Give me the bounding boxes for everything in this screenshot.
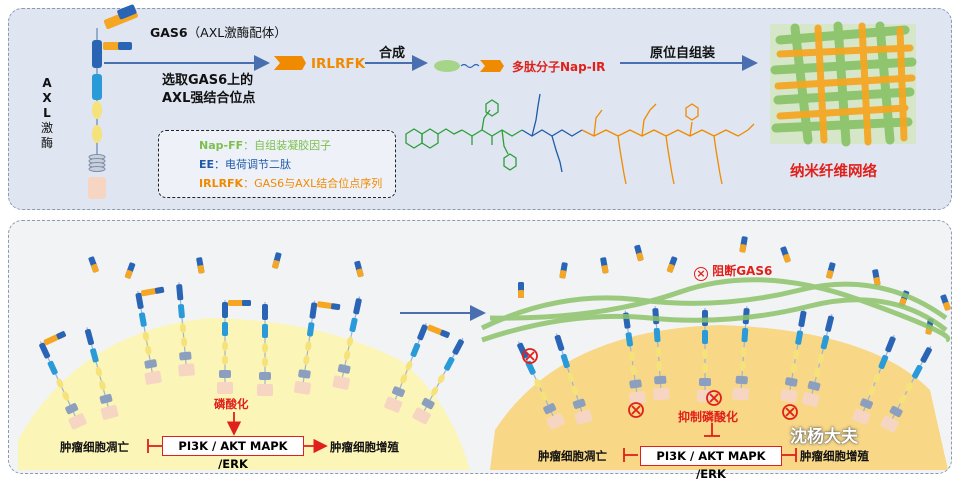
free-ligand-5	[518, 282, 524, 298]
legend-nap-key: Nap-FF	[199, 139, 244, 152]
block-mark-1	[628, 402, 644, 418]
left-receptor-2	[135, 286, 165, 385]
free-ligand-7	[600, 257, 609, 274]
right-receptor-9	[880, 345, 932, 433]
axl-char-mei: 酶	[40, 136, 53, 150]
left-apoptosis-label: 肿瘤细胞凋亡	[60, 440, 129, 454]
gas6-label: GAS6	[150, 25, 188, 40]
right-apoptosis-label: 肿瘤细胞凋亡	[538, 449, 607, 463]
peptide-icon	[434, 60, 504, 72]
left-cell	[18, 318, 470, 470]
inhibit-phospho-label: 抑制磷酸化	[678, 410, 739, 424]
select-site-label: 选取GAS6上的 AXL强结合位点	[162, 72, 255, 108]
select-line1: 选取GAS6上的	[162, 73, 254, 88]
right-receptor-1	[554, 333, 593, 425]
left-receptor-5	[257, 302, 273, 396]
axl-receptor-diagram	[88, 4, 138, 199]
irlrfk-label: IRLRFK	[311, 56, 366, 72]
block-marks	[522, 348, 798, 420]
block-mark-0	[522, 348, 538, 364]
free-ligand-11	[780, 246, 791, 263]
peptide-label: 多肽分子Nap-IR	[512, 60, 606, 74]
right-proliferation-label: 肿瘤细胞增殖	[800, 449, 869, 463]
free-ligand-4	[354, 260, 364, 278]
left-receptor-6	[293, 300, 341, 395]
free-ligand-9	[666, 256, 678, 273]
gas6-paren: （AXL激酶配体）	[187, 25, 287, 40]
irlrfk-chevron	[274, 56, 306, 70]
left-receptor-4	[217, 300, 251, 394]
free-ligand-16	[940, 294, 951, 311]
free-ligand-0	[88, 256, 99, 273]
free-ligand-8	[634, 244, 644, 262]
legend-irl-desc: ：GAS6与AXL结合位点序列	[243, 177, 383, 190]
right-cell	[490, 325, 948, 470]
left-phospho-label: 磷酸化	[214, 397, 249, 411]
legend-row-ee: EE：电荷调节二肽	[199, 156, 291, 172]
block-gas6-text: 阻断GAS6	[712, 264, 773, 278]
right-apoptosis-inhibit	[623, 448, 638, 462]
right-receptor-5	[732, 306, 750, 401]
right-receptor-8	[852, 334, 896, 425]
nanofiber-label: 纳米纤维网络	[790, 164, 877, 180]
legend-row-nap: Nap-FF：自组装凝胶因子	[199, 137, 331, 153]
left-receptor-8	[384, 322, 450, 413]
axl-char-l: L	[43, 106, 51, 120]
left-receptor-7	[332, 296, 362, 390]
free-ligand-12	[826, 262, 836, 279]
select-line2: AXL强结合位点	[162, 91, 256, 106]
axl-char-x: X	[42, 91, 52, 105]
free-ligand-3	[272, 252, 282, 269]
left-apoptosis-inhibit	[147, 439, 162, 453]
free-ligand-10	[739, 236, 748, 253]
block-mark-2	[706, 390, 722, 406]
chemical-structure	[405, 93, 755, 185]
legend-box: Nap-FF：自组装凝胶因子 EE：电荷调节二肽 IRLRFK：GAS6与AXL…	[158, 130, 396, 198]
gas6-title: GAS6（AXL激酶配体）	[150, 22, 287, 41]
watermark: 沈杨大夫	[790, 427, 858, 447]
free-ligand-13	[872, 269, 881, 286]
right-receptor-0	[517, 341, 565, 430]
synth-label: 合成	[379, 46, 406, 61]
left-pathway-box: PI3K / AKT MAPK /ERK	[162, 436, 304, 471]
axl-vertical-label: A X L 激 酶	[40, 76, 54, 151]
block-icon: ×	[694, 267, 708, 281]
legend-ee-key: EE	[199, 158, 215, 171]
left-receptor-3	[176, 282, 195, 377]
legend-row-irl: IRLRFK：GAS6与AXL结合位点序列	[199, 175, 382, 191]
right-prolif-inhibit	[782, 448, 797, 462]
axl-char-a: A	[42, 76, 52, 90]
left-proliferation-label: 肿瘤细胞增殖	[330, 440, 399, 454]
block-mark-3	[782, 404, 798, 420]
legend-nap-desc: ：自组装凝胶因子	[243, 139, 332, 152]
left-receptor-0	[39, 331, 87, 430]
legend-irl-key: IRLRFK	[199, 177, 244, 190]
nanofiber-network-image	[770, 21, 917, 147]
free-ligand-2	[196, 257, 205, 274]
left-receptors	[39, 282, 464, 430]
right-phospho-inhibit	[704, 423, 720, 437]
left-receptor-9	[412, 337, 464, 425]
left-receptor-1	[84, 327, 119, 420]
assemble-label: 原位自组装	[650, 46, 716, 61]
right-receptor-6	[780, 308, 807, 403]
right-receptors	[517, 306, 932, 433]
free-ligand-6	[559, 262, 568, 279]
right-fiber-network	[480, 277, 951, 343]
legend-ee-desc: ：电荷调节二肽	[214, 158, 292, 171]
axl-char-ji: 激	[40, 121, 53, 135]
block-gas6-label: × 阻断GAS6	[694, 262, 772, 281]
free-ligand-1	[124, 262, 136, 279]
right-receptor-7	[801, 313, 834, 407]
right-pathway-box: PI3K / AKT MAPK /ERK	[640, 446, 782, 481]
